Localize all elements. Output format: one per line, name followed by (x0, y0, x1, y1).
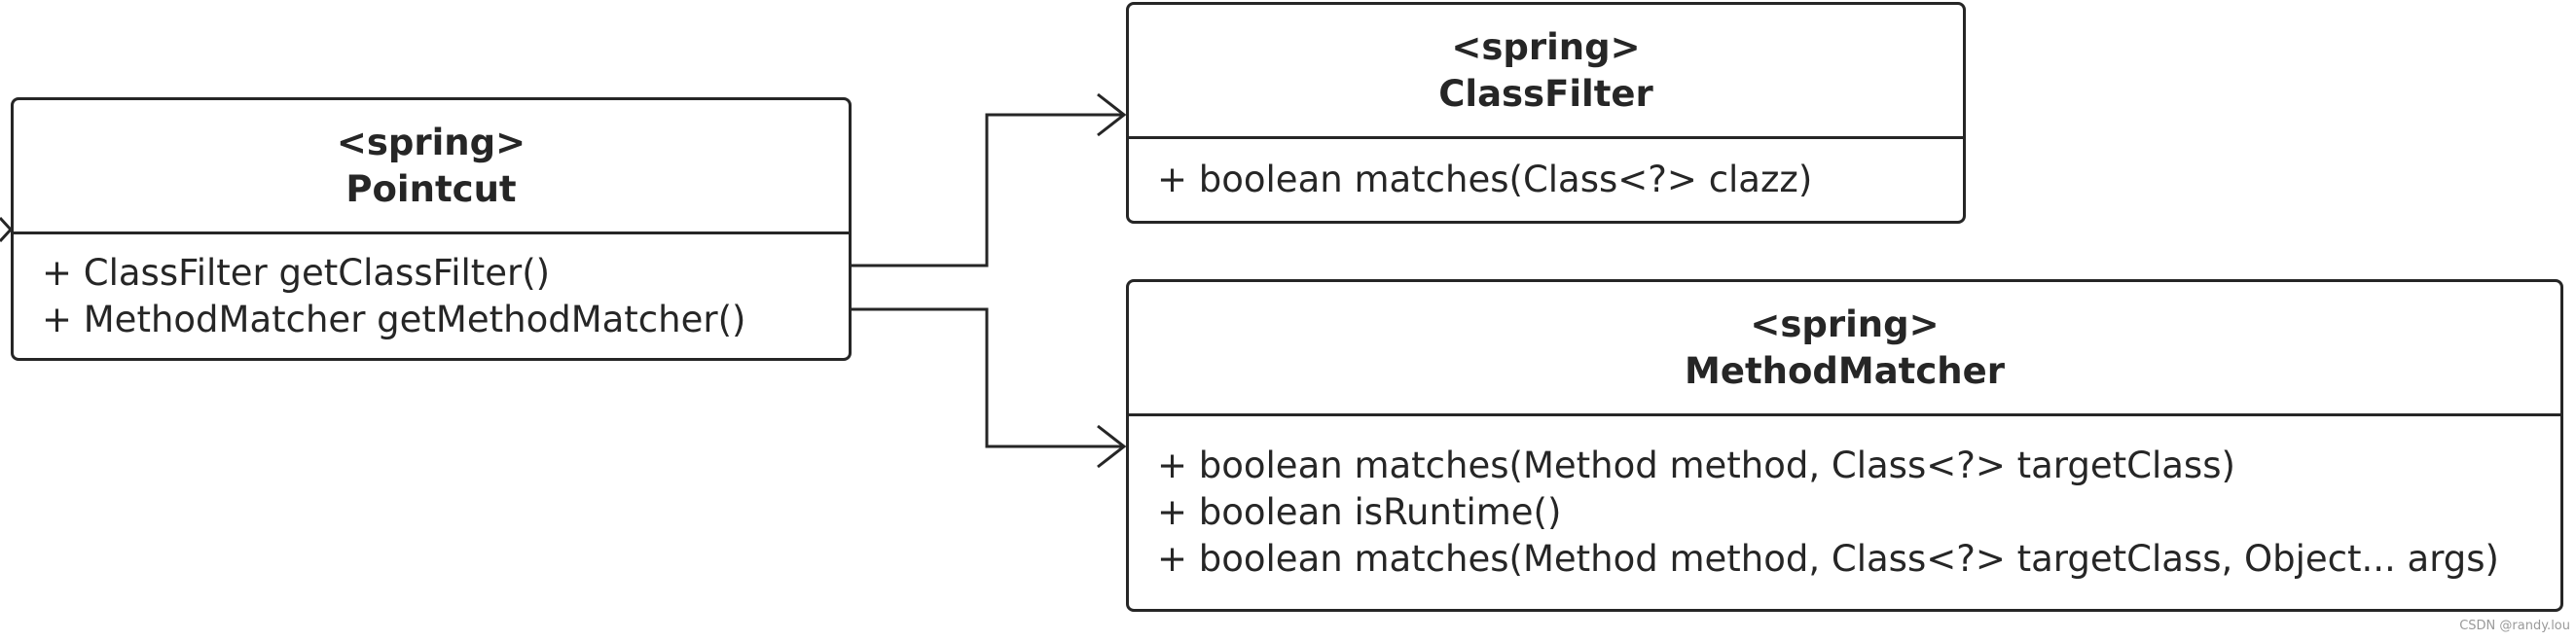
method-item: + boolean matches(Method method, Class<?… (1157, 538, 2499, 580)
method-item: + boolean isRuntime() (1157, 491, 1562, 533)
arrowhead-classfilter (1097, 92, 1127, 137)
connector-pointcut-to-classfilter (852, 113, 1124, 267)
class-methods: + boolean matches(Class<?> clazz) (1129, 139, 1963, 221)
class-box-pointcut[interactable]: <spring> Pointcut + ClassFilter getClass… (11, 97, 852, 361)
method-item: + boolean matches(Method method, Class<?… (1157, 445, 2235, 486)
class-header: <spring> Pointcut (14, 100, 849, 234)
incoming-arrow-fragment (0, 216, 14, 243)
class-box-methodmatcher[interactable]: <spring> MethodMatcher + boolean matches… (1126, 279, 2563, 612)
class-box-classfilter[interactable]: <spring> ClassFilter + boolean matches(C… (1126, 2, 1966, 224)
class-methods: + ClassFilter getClassFilter() + MethodM… (14, 234, 849, 358)
class-header: <spring> MethodMatcher (1129, 282, 2560, 416)
class-stereotype: <spring> (336, 121, 526, 163)
class-name: Pointcut (345, 167, 517, 210)
class-stereotype: <spring> (1750, 303, 1940, 345)
class-name: MethodMatcher (1685, 349, 2005, 392)
watermark: CSDN @randy.lou (2459, 619, 2570, 633)
method-item: + boolean matches(Class<?> clazz) (1157, 159, 1813, 200)
class-header: <spring> ClassFilter (1129, 5, 1963, 139)
class-stereotype: <spring> (1451, 25, 1641, 68)
arrowhead-methodmatcher (1097, 424, 1127, 469)
class-methods: + boolean matches(Method method, Class<?… (1129, 416, 2560, 609)
class-name: ClassFilter (1438, 72, 1653, 115)
connector-pointcut-to-methodmatcher (852, 307, 1124, 448)
method-item: + ClassFilter getClassFilter() (42, 251, 551, 294)
method-item: + MethodMatcher getMethodMatcher() (42, 298, 746, 340)
